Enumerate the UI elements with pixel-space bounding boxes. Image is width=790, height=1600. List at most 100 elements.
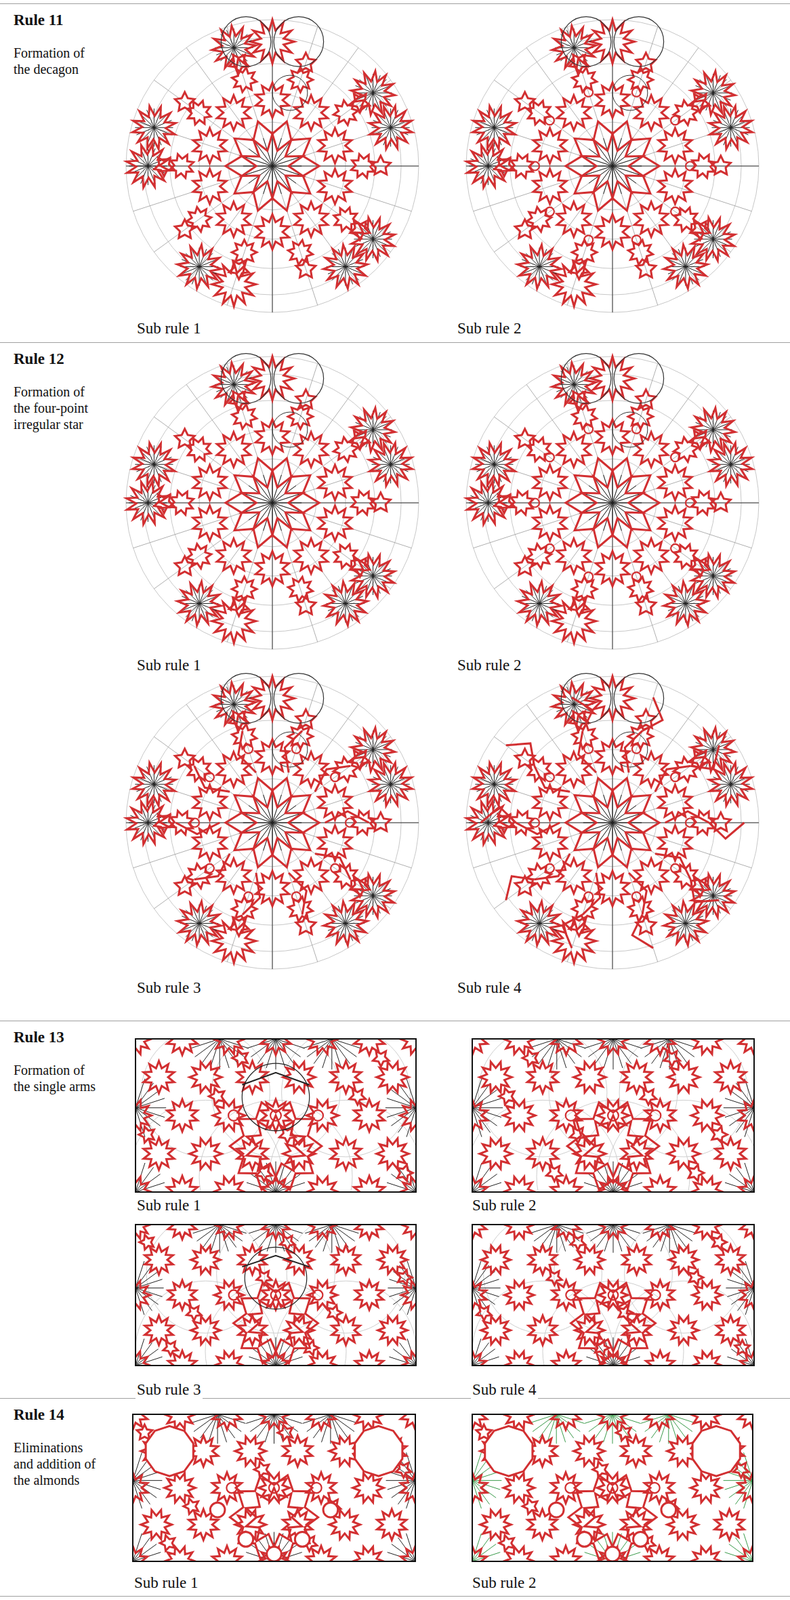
construction-spoke [147, 165, 149, 185]
star-polygon [636, 915, 656, 934]
star-polygon [294, 201, 328, 238]
construction-line [272, 502, 412, 549]
construction-circle [560, 353, 611, 404]
construction-spoke [493, 464, 495, 484]
star-polygon [595, 870, 629, 906]
star-polygon [556, 538, 591, 574]
star-polygon [673, 437, 698, 462]
star-polygon [154, 814, 175, 833]
joining-arm [194, 853, 230, 880]
joining-arm [628, 872, 647, 915]
star-polygon [692, 1350, 723, 1366]
star-polygon [494, 157, 515, 177]
construction-spoke [474, 783, 494, 785]
construction-spoke [153, 764, 155, 784]
star-polygon [250, 19, 295, 64]
construction-spoke [373, 575, 393, 576]
star-polygon [565, 121, 660, 211]
star-polygon [533, 464, 567, 501]
star-polygon [514, 219, 535, 238]
star-polygon [556, 94, 591, 131]
star-polygon [663, 1050, 681, 1066]
star-polygon [132, 762, 176, 806]
construction-line [612, 822, 732, 909]
small-ring [632, 424, 641, 434]
construction-spoke [726, 1287, 755, 1297]
star-polygon [241, 790, 303, 855]
star-polygon [504, 1350, 534, 1366]
construction-spoke [372, 556, 374, 576]
small-ring [205, 772, 215, 782]
star-polygon [634, 538, 668, 574]
star-polygon [330, 1061, 362, 1093]
star-polygon [318, 464, 352, 501]
construction-spoke [612, 165, 614, 196]
star-polygon [287, 239, 313, 265]
star-polygon [350, 154, 375, 179]
joining-arm [506, 876, 535, 900]
star-polygon [628, 239, 653, 265]
small-ring [584, 891, 593, 901]
construction-spoke [272, 793, 274, 823]
construction-spoke [713, 238, 733, 240]
star-polygon [193, 505, 227, 541]
construction-spoke [147, 502, 149, 522]
star-polygon [668, 1245, 699, 1274]
star-polygon [306, 1176, 339, 1192]
construction-spoke [147, 803, 149, 823]
star-polygon [571, 1282, 656, 1364]
construction-spoke [693, 895, 713, 896]
construction-spoke [493, 464, 513, 465]
construction-circle [220, 16, 271, 67]
construction-spoke [153, 108, 155, 128]
construction-spoke [272, 473, 274, 503]
star-polygon [499, 1088, 515, 1105]
panel-pattern [132, 1414, 416, 1562]
star-polygon [595, 419, 629, 455]
star-polygon [581, 133, 643, 198]
construction-circle [272, 75, 308, 111]
star-polygon [586, 1294, 640, 1351]
star-polygon [318, 784, 352, 820]
construction-spoke [493, 127, 513, 129]
star-polygon [709, 443, 753, 486]
construction-spoke [135, 1089, 161, 1108]
star-polygon [144, 1244, 174, 1275]
star-polygon [241, 470, 303, 535]
construction-circle [466, 676, 759, 969]
star-polygon [640, 1089, 657, 1105]
construction-line [133, 502, 273, 549]
star-polygon [229, 260, 249, 280]
construction-spoke [203, 1224, 220, 1248]
star-polygon [177, 244, 221, 288]
star-polygon [229, 391, 249, 410]
star-polygon [229, 711, 249, 730]
construction-circle [466, 356, 759, 650]
construction-line [133, 457, 273, 503]
panel-frame [472, 1224, 755, 1366]
star-polygon [658, 505, 692, 541]
construction-line [473, 120, 613, 166]
star-polygon [216, 94, 251, 131]
star-polygon [556, 751, 591, 787]
star-polygon [546, 1166, 564, 1181]
star-polygon [514, 92, 535, 111]
star-polygon [255, 739, 289, 775]
construction-circle [612, 75, 648, 111]
small-ring [685, 498, 695, 508]
star-polygon [528, 1315, 557, 1345]
star-polygon [565, 777, 660, 867]
construction-line [153, 502, 273, 589]
construction-spoke [730, 445, 732, 465]
star-polygon [494, 494, 515, 513]
star-polygon [690, 221, 711, 240]
panel-frame [472, 1038, 755, 1192]
construction-line [272, 165, 412, 212]
star-polygon [250, 676, 295, 721]
small-ring [330, 863, 340, 873]
construction-line [241, 1072, 309, 1085]
star-polygon [323, 244, 368, 288]
joining-arm [515, 822, 560, 835]
small-ring [670, 207, 680, 217]
